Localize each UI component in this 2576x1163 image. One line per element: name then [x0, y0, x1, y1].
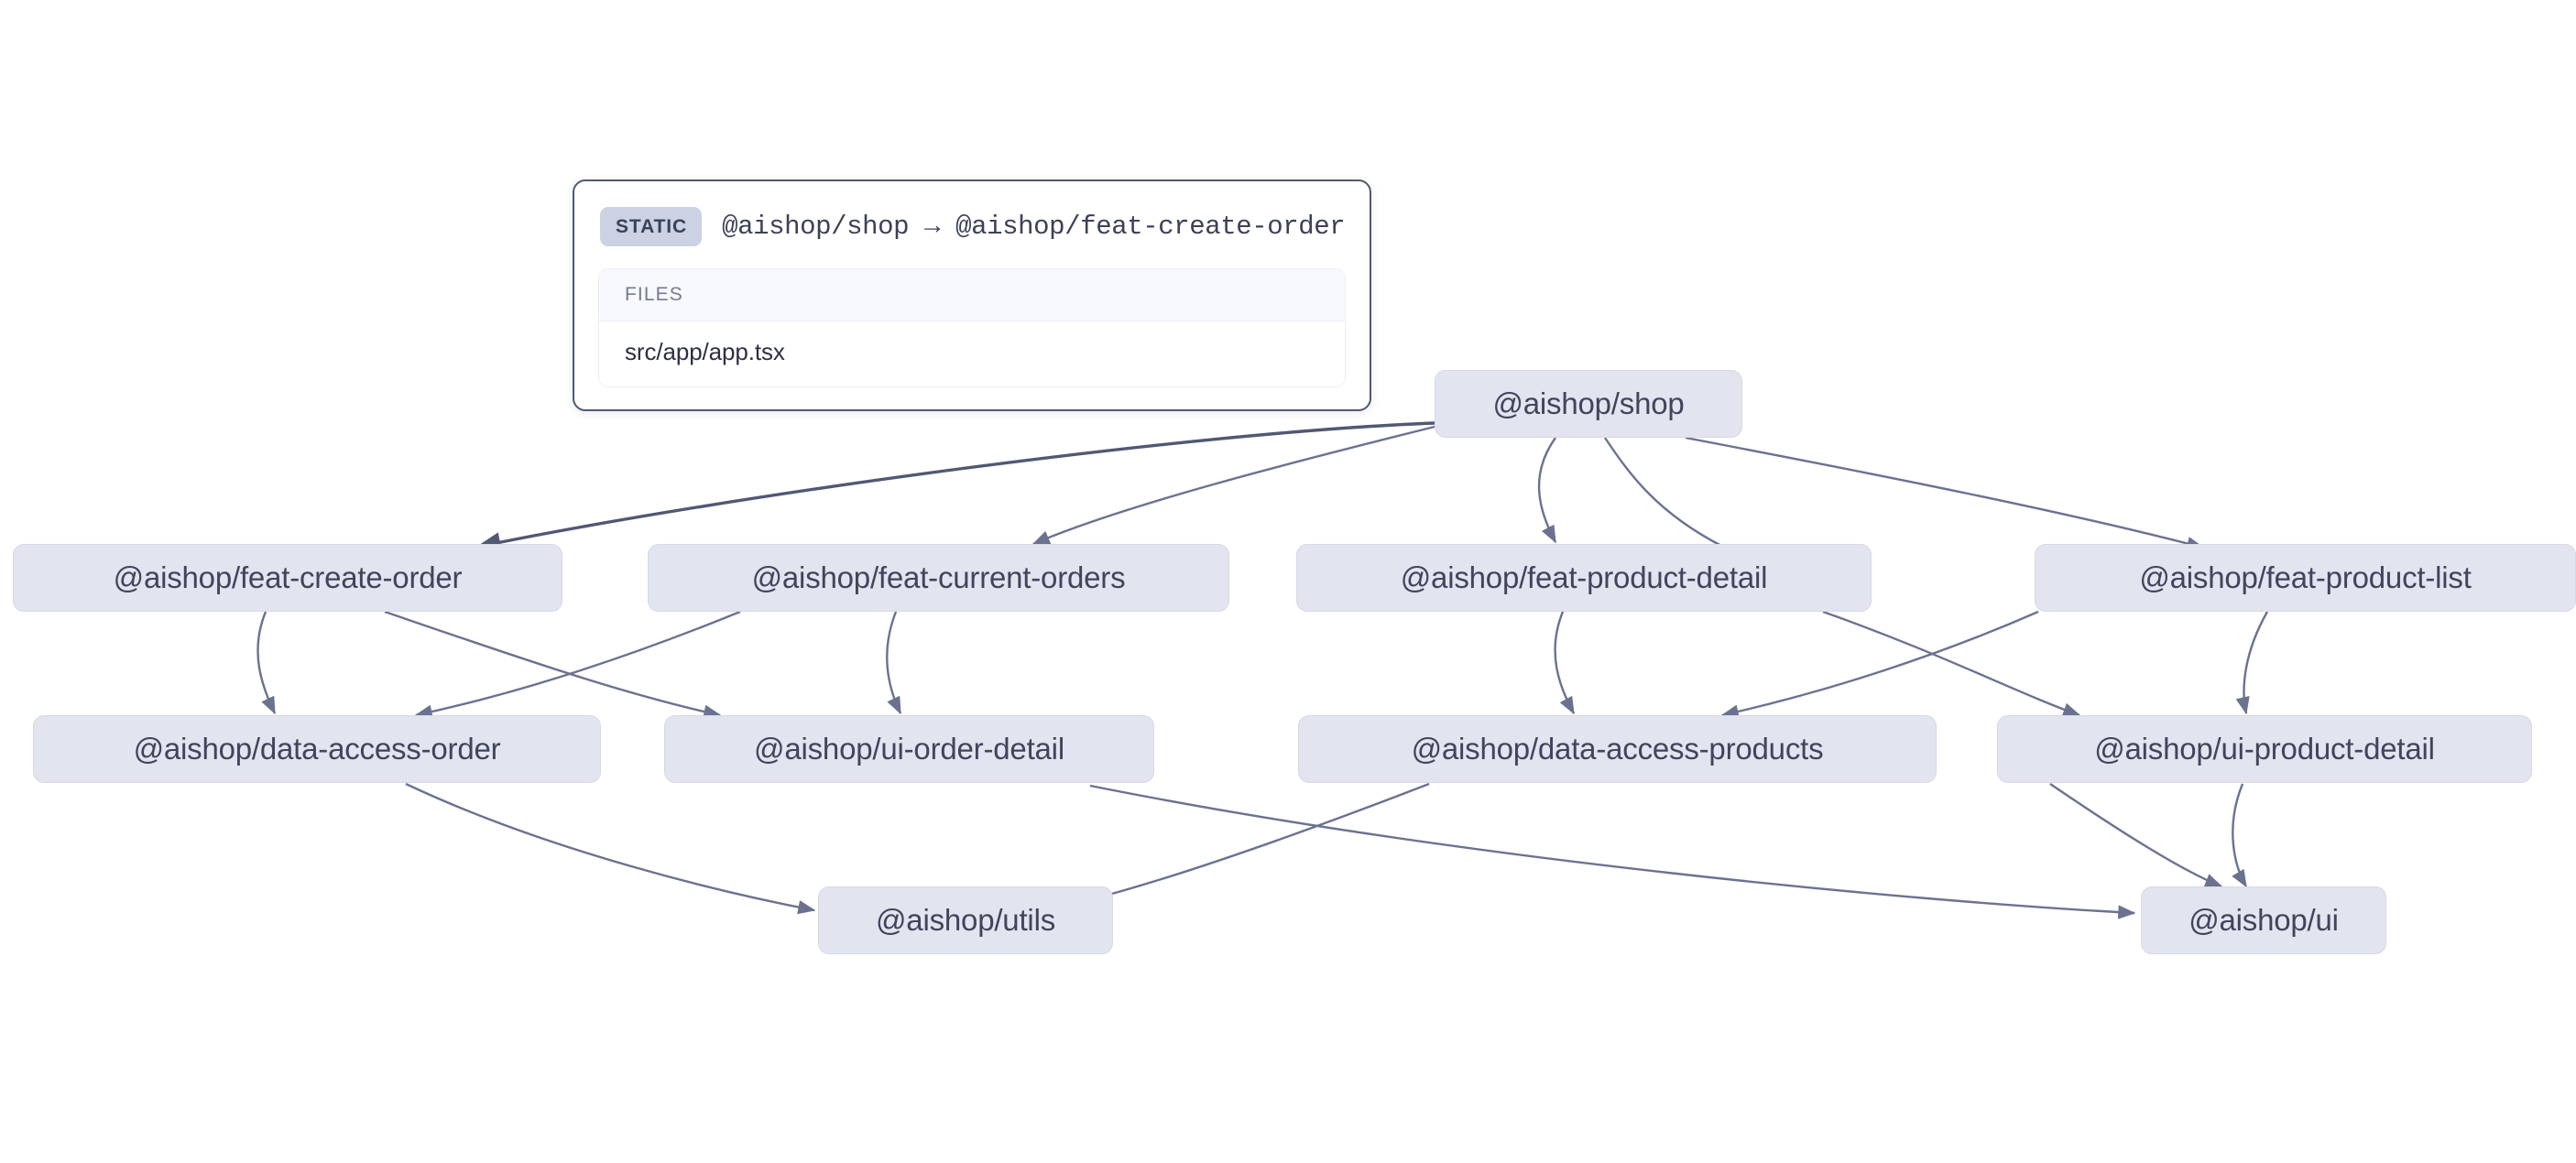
edge-data-access-order-to-utils: [405, 782, 816, 915]
edge-ui-product-detail-to-ui-alt: [2232, 783, 2248, 888]
node-label: @aishop/ui-order-detail: [754, 732, 1064, 766]
node-label: @aishop/ui-product-detail: [2094, 732, 2435, 766]
edge-detail-card[interactable]: STATIC @aishop/shop → @aishop/feat-creat…: [573, 179, 1371, 411]
graph-node-ui-product-detail[interactable]: @aishop/ui-product-detail: [1997, 715, 2532, 783]
edge-ui-order-detail-to-ui: [1089, 784, 2136, 919]
node-label: @aishop/shop: [1492, 386, 1685, 420]
node-label: @aishop/feat-product-list: [2139, 560, 2472, 594]
edge-shop-to-feat-create-order: [475, 421, 1435, 552]
edge-feat-product-list-to-data-access-products: [1720, 610, 2039, 719]
edge-feat-product-list-to-ui-product-detail: [2235, 611, 2269, 715]
file-list-item[interactable]: src/app/app.tsx: [599, 321, 1345, 386]
edge-shop-to-feat-current-orders: [1031, 425, 1435, 546]
graph-node-ui[interactable]: @aishop/ui: [2141, 886, 2386, 954]
graph-node-feat-create-order[interactable]: @aishop/feat-create-order: [13, 544, 562, 612]
node-label: @aishop/ui: [2189, 903, 2339, 937]
node-label: @aishop/feat-create-order: [113, 560, 463, 594]
edge-detail-header: STATIC @aishop/shop → @aishop/feat-creat…: [598, 201, 1346, 248]
dependency-type-badge: STATIC: [600, 207, 703, 246]
files-panel: FILES src/app/app.tsx: [598, 268, 1346, 387]
graph-node-data-access-order[interactable]: @aishop/data-access-order: [33, 715, 601, 783]
graph-node-data-access-products[interactable]: @aishop/data-access-products: [1298, 715, 1937, 783]
edge-feat-product-detail-to-data-access-products: [1554, 611, 1576, 715]
node-label: @aishop/data-access-products: [1411, 732, 1824, 766]
graph-node-feat-product-detail[interactable]: @aishop/feat-product-detail: [1296, 544, 1872, 612]
graph-node-shop[interactable]: @aishop/shop: [1435, 370, 1742, 438]
edge-shop-to-feat-product-detail-alt: [1604, 437, 1722, 548]
edge-data-access-products-to-utils: [1079, 782, 1430, 906]
node-label: @aishop/feat-current-orders: [751, 560, 1126, 594]
edge-feat-current-orders-to-ui-order-detail: [886, 611, 902, 715]
edge-feat-create-order-to-data-access-order: [257, 611, 277, 715]
graph-node-feat-current-orders[interactable]: @aishop/feat-current-orders: [648, 544, 1229, 612]
edge-feat-current-orders-to-data-access-order: [414, 610, 741, 719]
edge-feat-create-order-to-ui-order-detail: [384, 610, 722, 719]
edge-feat-product-detail-to-ui-product-detail: [1822, 610, 2081, 717]
node-label: @aishop/utils: [876, 903, 1055, 937]
graph-node-utils[interactable]: @aishop/utils: [818, 886, 1113, 954]
graph-node-feat-product-list[interactable]: @aishop/feat-product-list: [2035, 544, 2576, 612]
edge-shop-to-feat-product-detail: [1537, 437, 1557, 544]
node-label: @aishop/feat-product-detail: [1400, 560, 1768, 594]
dependency-path-label: @aishop/shop → @aishop/feat-create-order: [722, 212, 1346, 242]
node-label: @aishop/data-access-order: [133, 732, 501, 766]
graph-node-ui-order-detail[interactable]: @aishop/ui-order-detail: [664, 715, 1154, 783]
edge-ui-product-detail-to-ui: [2049, 783, 2223, 888]
files-section-header: FILES: [599, 269, 1345, 321]
edge-shop-to-feat-product-list: [1685, 436, 2205, 550]
